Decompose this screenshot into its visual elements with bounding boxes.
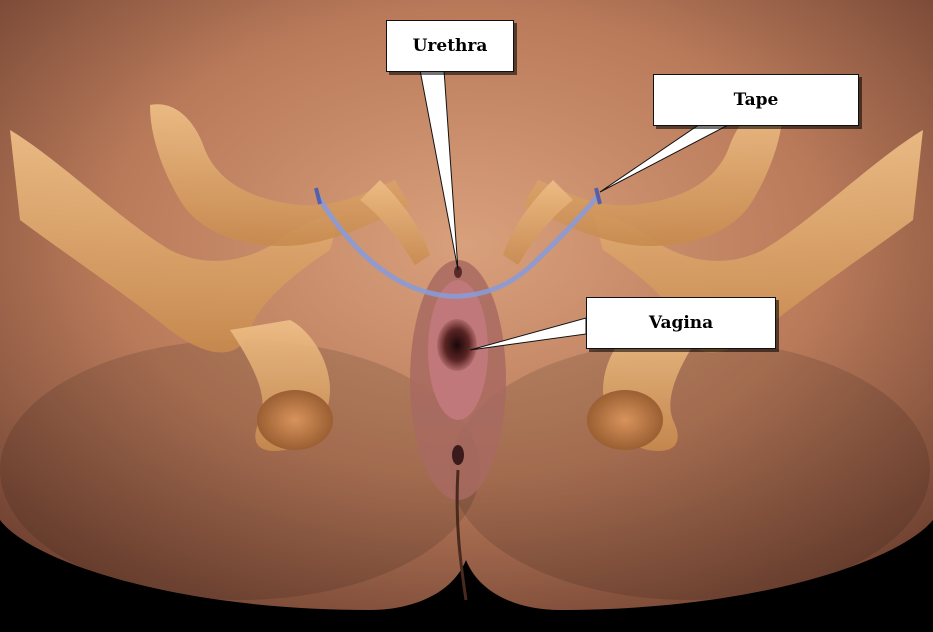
right-ischial-tuberosity — [587, 390, 663, 450]
right-buttock-shading — [450, 340, 930, 600]
vagina-label: Vagina — [586, 297, 776, 349]
vaginal-opening — [437, 319, 477, 371]
left-ischial-tuberosity — [257, 390, 333, 450]
left-buttock-shading — [0, 340, 480, 600]
tape-label: Tape — [653, 74, 859, 126]
urethra-label: Urethra — [386, 20, 514, 72]
anus — [452, 445, 464, 465]
